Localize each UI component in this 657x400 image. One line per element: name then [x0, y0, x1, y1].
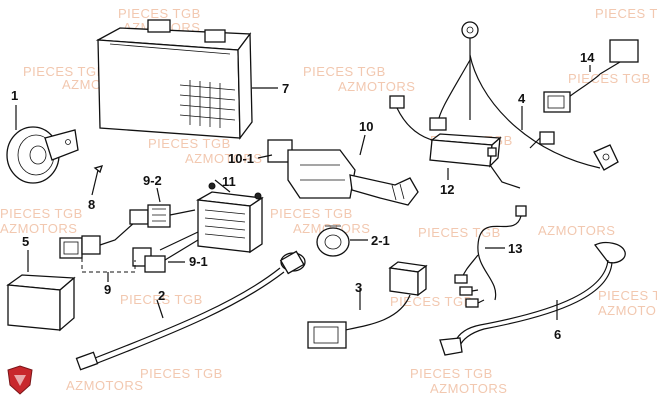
watermark: PIECES TGB	[140, 366, 223, 381]
watermark-layer: PIECES TGB AZMOTORS PIECES TGB PIECES TG…	[0, 6, 657, 396]
watermark: PIECES TGB	[23, 64, 106, 79]
callout-label: 2-1	[371, 233, 390, 248]
watermark: PIECES TGB	[270, 206, 353, 221]
wire-harness-2	[75, 250, 306, 371]
callout-label: 9-1	[189, 254, 208, 269]
callout-label: 8	[88, 197, 95, 212]
cable-6	[439, 241, 626, 356]
watermark: AZMOTORS	[338, 79, 415, 94]
callout-label: 7	[282, 81, 289, 96]
callout-label: 13	[508, 241, 522, 256]
callout-label: 5	[22, 234, 29, 249]
watermark: PIECES TGB	[303, 64, 386, 79]
callout-label: 11	[222, 174, 236, 189]
callout-label: 4	[518, 91, 526, 106]
watermark: PIECES TGB	[390, 294, 473, 309]
relay-box	[6, 250, 76, 332]
cap	[316, 225, 368, 257]
wire-harness-13	[454, 205, 527, 308]
watermark: AZMOTORS	[0, 221, 77, 236]
watermark: PIECES TGB	[148, 136, 231, 151]
callout-label: 12	[440, 182, 454, 197]
watermark: AZMOTORS	[185, 151, 262, 166]
wire-harness-main	[389, 21, 639, 189]
callout-label: 10-1	[228, 151, 254, 166]
horn	[6, 105, 79, 184]
watermark: AZMOTORS	[538, 223, 615, 238]
ignition-coil	[257, 134, 419, 206]
watermark: PIECES TGB	[120, 292, 203, 307]
callout-label: 3	[355, 280, 362, 295]
battery	[95, 19, 278, 140]
callout-label: 2	[158, 288, 165, 303]
watermark: PIECES TGB	[0, 206, 83, 221]
watermark: PIECES TGB	[118, 6, 201, 21]
connector-set	[59, 187, 199, 282]
callout-label: 9	[104, 282, 111, 297]
watermark: PIECES TGB	[598, 288, 657, 303]
callout-label: 10	[359, 119, 373, 134]
watermark: PIECES TGB	[568, 71, 651, 86]
regulator	[195, 179, 264, 254]
connector-3	[307, 261, 428, 349]
watermark: PIECES TGB	[595, 6, 657, 21]
callout-label: 9-2	[143, 173, 162, 188]
callout-label: 1	[11, 88, 18, 103]
callout-label: 14	[580, 50, 595, 65]
watermark: AZMOTORS	[66, 378, 143, 393]
shield-logo-icon	[7, 365, 33, 395]
watermark: AZMOTORS	[430, 381, 507, 396]
bolt	[91, 165, 104, 196]
watermark: PIECES TGB	[410, 366, 493, 381]
callout-labels: 1 2 2-1 3 4 5 6 7 8 9 9-1 9-2 10 10-1 11…	[11, 50, 595, 342]
callout-label: 6	[554, 327, 561, 342]
watermark: AZMOTORS	[598, 303, 657, 318]
